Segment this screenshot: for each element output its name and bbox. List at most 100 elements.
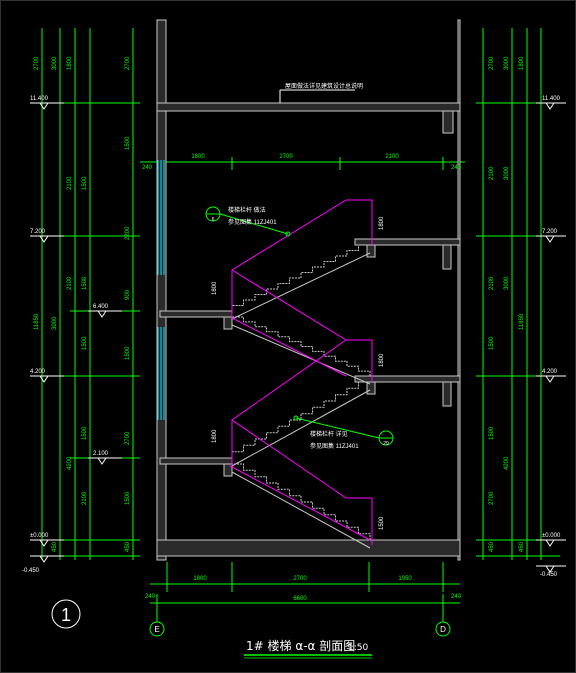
top-dim-3: 2100 <box>385 154 399 160</box>
right-dim-14: 450 <box>519 541 525 552</box>
handrail-flight-1 <box>229 465 371 541</box>
right-dim-12: 11850 <box>519 313 525 330</box>
left-wall <box>156 19 167 561</box>
right-wall-line <box>457 19 461 561</box>
stair-note-lower: 29 楼梯栏杆 详见 参见图集 11ZJ401 <box>293 415 394 450</box>
landing-mid <box>354 375 461 383</box>
left-dim-10: 1500 <box>82 176 88 190</box>
elev-outside: -0.450 <box>22 568 40 574</box>
right-dim-3: 1800 <box>519 56 525 70</box>
handrail-flight-1-b <box>231 419 373 545</box>
right-dim-8: 2700 <box>489 491 495 505</box>
beam-3 <box>442 381 452 407</box>
flight-height-texts: 1800 1800 1800 1800 1500 <box>212 216 385 530</box>
stair-flight-2 <box>231 381 370 458</box>
right-dim-2: 3000 <box>504 56 510 70</box>
right-dim-10: 3000 <box>504 276 510 290</box>
right-dim-texts: 2700 3000 1800 2100 2100 1500 1500 2700 … <box>489 56 525 552</box>
stair-note-lower-line2: 参见图集 11ZJ401 <box>310 442 359 450</box>
left-dim-17: 900 <box>125 289 131 300</box>
left-dim-16: 2200 <box>125 226 131 240</box>
left-dim-4: 2700 <box>125 56 131 70</box>
flight-height-5: 1500 <box>379 516 385 530</box>
left-dim-21: 450 <box>52 541 58 552</box>
axis-label-left: E <box>154 625 159 634</box>
left-dim-11: 1500 <box>82 276 88 290</box>
beam-5 <box>366 381 376 395</box>
left-dim-2: 3000 <box>52 56 58 70</box>
stair-note-lower-line1: 楼梯栏杆 详见 <box>310 430 348 438</box>
stair-note-upper-mark: 6 <box>212 217 215 223</box>
roof-note: 屋面做法详见建筑设计总说明 <box>285 82 363 90</box>
stair-note-upper: 6 楼梯栏杆 做法 参见图集 11ZJ401 <box>205 206 291 237</box>
landing-left-lower <box>159 457 233 465</box>
elev-landing-lower: 2.100 <box>93 451 109 457</box>
detail-number-bubble: 1 <box>51 599 81 629</box>
bottom-dim-3: 1950 <box>398 576 412 582</box>
left-dim-3: 1800 <box>67 56 73 70</box>
drawing-title-block: 1# 楼梯 α-α 剖面图 1:50 <box>244 638 372 659</box>
windows <box>157 160 165 420</box>
left-dim-texts: 2700 3000 1800 2700 3000 11850 2100 2100… <box>34 56 131 552</box>
axis-bubble-right: D <box>435 603 451 637</box>
stair-flight-1 <box>232 463 371 540</box>
beam-7 <box>223 463 233 477</box>
flight-height-4: 1800 <box>379 353 385 367</box>
elev-level2-right: 4.200 <box>542 369 558 375</box>
flight-height-3: 1800 <box>379 216 385 230</box>
right-dim-9: 3000 <box>504 166 510 180</box>
drawing-title: 1# 楼梯 α-α 剖面图 <box>246 638 355 653</box>
handrail-flight-3-b <box>231 269 373 382</box>
stair-flight-4-soffit <box>231 252 371 320</box>
wall-dim-right: 240 <box>451 594 462 600</box>
stair-flight-1-soffit <box>231 471 371 549</box>
walls <box>156 19 461 561</box>
right-dim-4: 2100 <box>489 166 495 180</box>
roof-slab <box>156 102 461 112</box>
left-dim-7: 2100 <box>67 176 73 190</box>
stair-flight-4 <box>231 244 370 311</box>
overall-dim: 6600 <box>293 596 307 602</box>
top-dim-wall-right: 240 <box>451 165 462 171</box>
beam-2 <box>442 244 452 270</box>
elevation-markers <box>30 102 566 573</box>
left-dim-13: 1500 <box>82 426 88 440</box>
wall-dim-left: 240 <box>145 594 156 600</box>
handrail-flight-2 <box>231 339 347 421</box>
bottom-dim-2: 2700 <box>293 576 307 582</box>
stair-flight-3 <box>232 316 371 376</box>
right-dimension-lines <box>476 28 560 560</box>
elev-ground: ±0.000 <box>30 533 49 539</box>
left-dim-1: 2700 <box>34 56 40 70</box>
beam-4 <box>366 244 376 258</box>
elev-roof: 11.400 <box>30 96 49 102</box>
landing-left-upper <box>159 310 233 318</box>
right-dim-13: 450 <box>489 541 495 552</box>
elev-outside-right: -0.450 <box>540 572 558 578</box>
left-dim-6: 11850 <box>34 313 40 330</box>
left-dim-18: 1500 <box>125 346 131 360</box>
right-dim-11: 4200 <box>504 456 510 470</box>
handrail-flight-4 <box>231 199 373 271</box>
right-dim-7: 1500 <box>489 426 495 440</box>
roof-note-leader <box>279 89 355 103</box>
top-dim-2: 2700 <box>279 154 293 160</box>
stair-flight-2-soffit <box>231 389 371 467</box>
axis-bubble-left: E <box>149 603 165 637</box>
stair-note-lower-mark: 29 <box>383 441 389 447</box>
left-dim-9: 4200 <box>67 456 73 470</box>
elev-level3-right: 7.200 <box>542 229 558 235</box>
stair-flight-3-soffit <box>231 324 371 385</box>
left-dim-8: 2100 <box>67 276 73 290</box>
elev-ground-right: ±0.000 <box>542 533 561 539</box>
top-dim-1: 1800 <box>191 154 205 160</box>
elev-level2: 4.200 <box>30 369 46 375</box>
left-dim-20: 1500 <box>125 491 131 505</box>
left-dim-12: 1500 <box>82 336 88 350</box>
axis-label-right: D <box>440 625 446 634</box>
left-dim-14: 2100 <box>82 491 88 505</box>
stair-flights <box>231 244 371 549</box>
beam-1 <box>442 110 454 134</box>
beam-6 <box>223 316 233 330</box>
